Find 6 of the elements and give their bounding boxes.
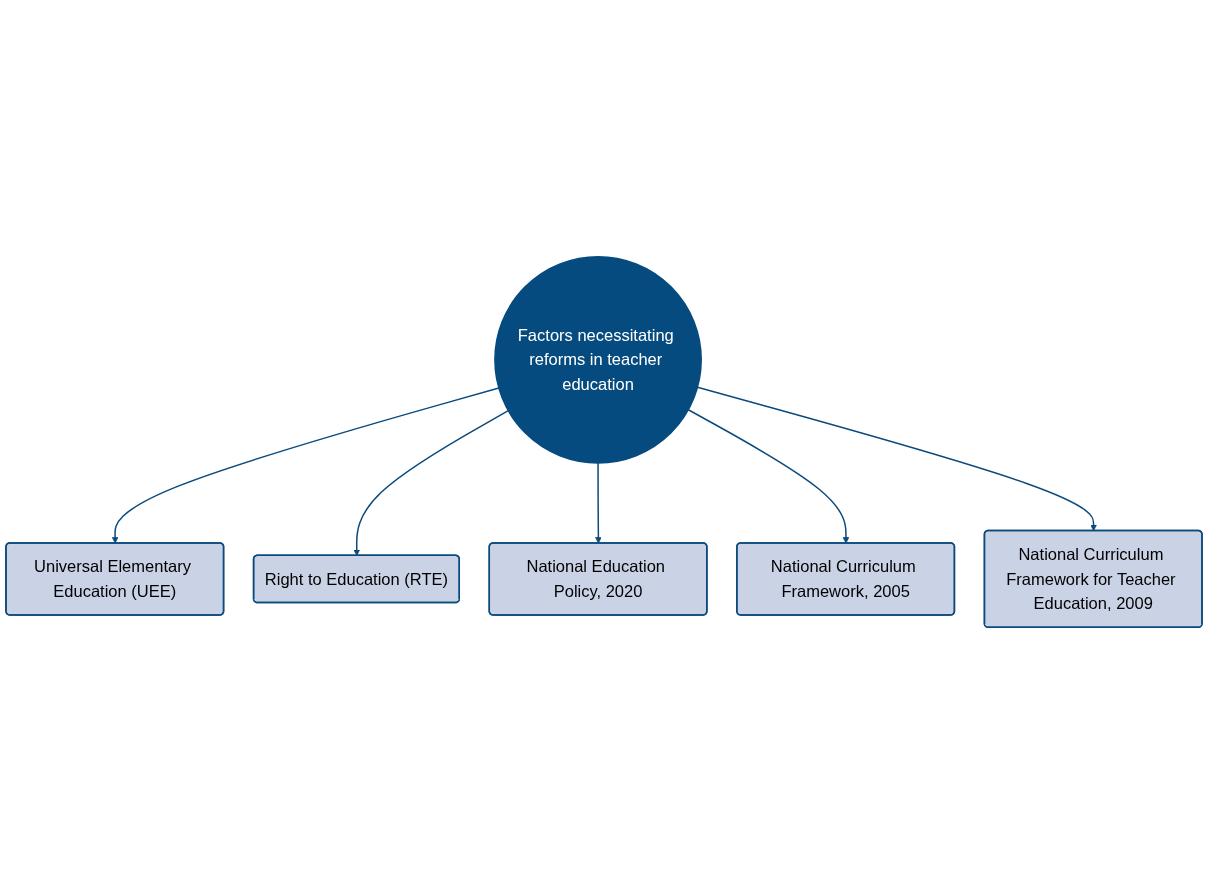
arrow bbox=[353, 409, 510, 556]
node-circle: Factors necessitating reforms in teacher education bbox=[494, 255, 702, 464]
arrow bbox=[687, 409, 850, 544]
arrow bbox=[595, 462, 602, 544]
arrow bbox=[696, 386, 1097, 532]
arrow bbox=[111, 387, 500, 544]
